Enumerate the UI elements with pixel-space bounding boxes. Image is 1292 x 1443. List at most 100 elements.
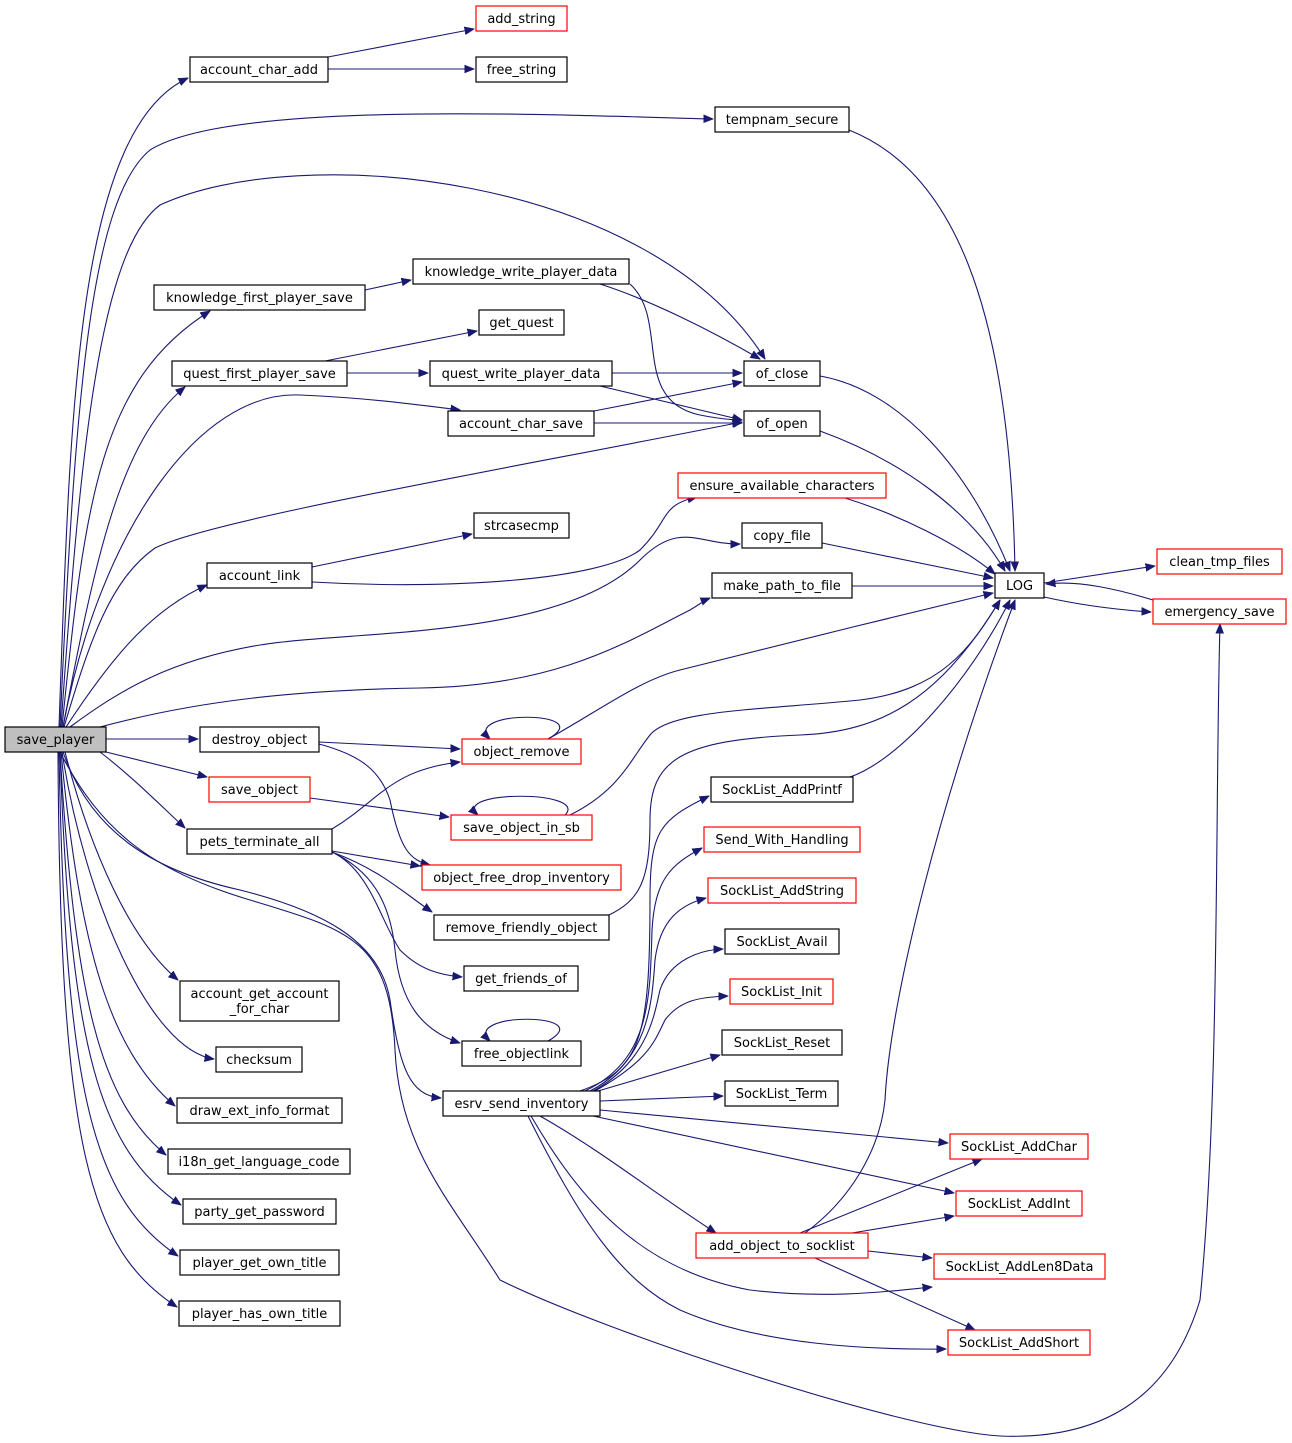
node-get-quest[interactable]: get_quest xyxy=(478,309,565,336)
node-LOG[interactable]: LOG xyxy=(994,572,1045,599)
edge-esrv_send_inventory-to-SockList_AddLen8Data xyxy=(530,1115,932,1295)
edge-account_char_save-to-of_close xyxy=(593,382,742,412)
node-draw-ext-info-format[interactable]: draw_ext_info_format xyxy=(176,1097,343,1124)
node-checksum[interactable]: checksum xyxy=(215,1046,303,1073)
node-SockList-AddInt[interactable]: SockList_AddInt xyxy=(955,1190,1083,1217)
node-label: strcasecmp xyxy=(484,519,559,534)
node-free-string[interactable]: free_string xyxy=(475,56,568,83)
node-box xyxy=(182,1198,337,1225)
node-box xyxy=(447,410,595,437)
node-label: add_object_to_socklist xyxy=(709,1239,855,1254)
node-knowledge-first-player-save[interactable]: knowledge_first_player_save xyxy=(153,284,366,311)
node-of-close[interactable]: of_close xyxy=(743,360,821,387)
node-box xyxy=(1156,548,1283,575)
node-SockList-Init[interactable]: SockList_Init xyxy=(729,978,834,1005)
node-label: tempnam_secure xyxy=(726,113,839,128)
node-add-string[interactable]: add_string xyxy=(475,5,568,32)
edge-save_player-to-player_has_own_title xyxy=(57,751,177,1307)
node-SockList-AddPrintf[interactable]: SockList_AddPrintf xyxy=(710,776,854,803)
edge-save_player-to-knowledge_first_player_save xyxy=(61,311,210,728)
node-box xyxy=(703,826,861,853)
node-SockList-AddString[interactable]: SockList_AddString xyxy=(707,877,857,904)
node-strcasecmp[interactable]: strcasecmp xyxy=(473,512,570,539)
node-SockList-Reset[interactable]: SockList_Reset xyxy=(721,1029,843,1056)
edge-free_objectlink-to-free_objectlink xyxy=(486,1018,560,1041)
node-copy-file[interactable]: copy_file xyxy=(741,522,823,549)
node-add-object-to-socklist[interactable]: add_object_to_socklist xyxy=(695,1232,869,1259)
node-box xyxy=(4,726,107,753)
node-SockList-AddChar[interactable]: SockList_AddChar xyxy=(949,1133,1089,1160)
node-Send-With-Handling[interactable]: Send_With_Handling xyxy=(703,826,861,853)
node-player-get-own-title[interactable]: player_get_own_title xyxy=(179,1249,340,1276)
node-quest-first-player-save[interactable]: quest_first_player_save xyxy=(171,360,348,387)
edge-pets_terminate_all-to-get_friends_of xyxy=(331,851,462,977)
edge-knowledge_write_player_data-to-of_close xyxy=(599,283,760,359)
node-make-path-to-file[interactable]: make_path_to_file xyxy=(711,572,853,599)
node-box xyxy=(994,572,1045,599)
edge-of_open-to-LOG xyxy=(819,430,1005,571)
node-save-object-in-sb[interactable]: save_object_in_sb xyxy=(450,814,593,841)
edge-save_player-to-copy_file xyxy=(69,536,740,728)
edge-LOG-to-clean_tmp_files xyxy=(1043,566,1155,584)
node-quest-write-player-data[interactable]: quest_write_player_data xyxy=(429,360,613,387)
node-SockList-AddLen8Data[interactable]: SockList_AddLen8Data xyxy=(933,1253,1106,1280)
node-box xyxy=(153,284,366,311)
edge-esrv_send_inventory-to-SockList_AddChar xyxy=(599,1109,948,1143)
node-box xyxy=(186,828,333,855)
node-tempnam-secure[interactable]: tempnam_secure xyxy=(714,106,850,133)
node-esrv-send-inventory[interactable]: esrv_send_inventory xyxy=(442,1090,601,1117)
node-box xyxy=(1152,598,1287,625)
edge-of_close-to-LOG xyxy=(819,375,1011,571)
node-label: save_player xyxy=(17,733,95,748)
node-object-free-drop-inventory[interactable]: object_free_drop_inventory xyxy=(421,864,622,891)
node-get-friends-of[interactable]: get_friends_of xyxy=(463,965,579,992)
node-label: SockList_AddLen8Data xyxy=(946,1260,1094,1275)
node-label: knowledge_write_player_data xyxy=(425,265,618,280)
node-object-remove[interactable]: object_remove xyxy=(461,738,582,765)
node-destroy-object[interactable]: destroy_object xyxy=(199,726,320,753)
edge-object_remove-to-LOG xyxy=(547,593,993,740)
node-box xyxy=(729,978,834,1005)
node-label: SockList_Term xyxy=(736,1087,828,1102)
edge-pets_terminate_all-to-free_objectlink xyxy=(331,851,460,1043)
node-i18n-get-language-code[interactable]: i18n_get_language_code xyxy=(167,1148,351,1175)
node-label: add_string xyxy=(487,12,555,27)
edge-save_player-to-of_open xyxy=(63,422,742,728)
node-account-link[interactable]: account_link xyxy=(206,562,313,589)
node-label: ensure_available_characters xyxy=(689,479,874,494)
node-label: account_link xyxy=(219,569,301,584)
node-emergency-save[interactable]: emergency_save xyxy=(1152,598,1287,625)
node-account-get-account-for-char[interactable]: account_get_account_for_char xyxy=(179,980,340,1022)
node-player-has-own-title[interactable]: player_has_own_title xyxy=(178,1300,341,1327)
node-label: SockList_Reset xyxy=(734,1036,830,1051)
node-box xyxy=(743,410,821,437)
node-save-player[interactable]: save_player xyxy=(4,726,107,753)
node-label: destroy_object xyxy=(212,733,307,748)
edge-copy_file-to-LOG xyxy=(821,542,993,578)
node-SockList-AddShort[interactable]: SockList_AddShort xyxy=(947,1329,1091,1356)
node-pets-terminate-all[interactable]: pets_terminate_all xyxy=(186,828,333,855)
node-knowledge-write-player-data[interactable]: knowledge_write_player_data xyxy=(412,258,630,285)
edge-add_object_to_socklist-to-SockList_AddInt xyxy=(851,1216,954,1234)
node-ensure-available-characters[interactable]: ensure_available_characters xyxy=(677,472,887,499)
node-box xyxy=(433,914,610,941)
node-SockList-Avail[interactable]: SockList_Avail xyxy=(724,928,840,955)
node-free-objectlink[interactable]: free_objectlink xyxy=(461,1040,582,1067)
edge-ensure_available_characters-to-LOG xyxy=(844,497,995,574)
node-clean-tmp-files[interactable]: clean_tmp_files xyxy=(1156,548,1283,575)
node-remove-friendly-object[interactable]: remove_friendly_object xyxy=(433,914,610,941)
edge-esrv_send_inventory-to-SockList_Term xyxy=(599,1096,723,1102)
edge-tempnam_secure-to-LOG xyxy=(848,129,1015,571)
node-of-open[interactable]: of_open xyxy=(743,410,821,437)
node-account-char-add[interactable]: account_char_add xyxy=(189,56,329,83)
edge-esrv_send_inventory-to-add_object_to_socklist xyxy=(539,1115,716,1233)
node-account-char-save[interactable]: account_char_save xyxy=(447,410,595,437)
node-party-get-password[interactable]: party_get_password xyxy=(182,1198,337,1225)
edge-save_object_in_sb-to-save_object_in_sb xyxy=(474,795,569,815)
node-label: quest_write_player_data xyxy=(442,367,601,382)
edge-save_player-to-of_close xyxy=(60,174,765,728)
node-box xyxy=(721,1029,843,1056)
node-save-object[interactable]: save_object xyxy=(208,776,311,803)
edge-destroy_object-to-object_free_drop_inventory xyxy=(318,743,430,865)
node-SockList-Term[interactable]: SockList_Term xyxy=(724,1080,839,1107)
